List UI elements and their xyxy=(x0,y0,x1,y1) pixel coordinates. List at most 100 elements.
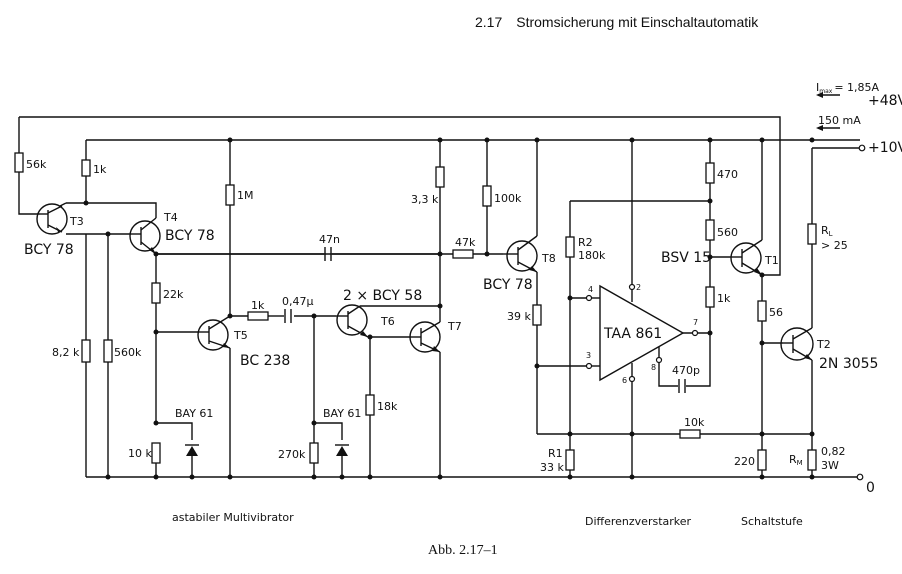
label-56k: 56k xyxy=(26,158,47,171)
resistor-100k xyxy=(482,185,492,207)
section-number: 2.17 xyxy=(475,14,503,30)
label-1k-c: 1k xyxy=(717,292,731,305)
label-bay61-2: BAY 61 xyxy=(323,407,361,420)
pin-8-terminal xyxy=(655,356,663,364)
pin-3-terminal xyxy=(585,362,593,370)
resistor-270k xyxy=(309,442,319,464)
label-220: 220 xyxy=(734,455,755,468)
label-t2-type: 2N 3055 xyxy=(819,356,878,372)
label-t6t7-type: 2 × BCY 58 xyxy=(343,288,422,304)
resistor-8k2 xyxy=(81,339,91,363)
label-10k-b: 10k xyxy=(684,416,705,429)
label-t8-ref: T8 xyxy=(541,252,556,265)
transistor-t7 xyxy=(409,321,441,353)
label-rm-value: 0,82 xyxy=(821,445,846,458)
resistor-39k xyxy=(532,304,542,326)
capacitor-0-47u xyxy=(284,309,292,323)
section-header: 2.17 Stromsicherung mit Einschaltautomati… xyxy=(475,14,758,30)
label-470: 470 xyxy=(717,168,738,181)
pin-label-4: 4 xyxy=(588,285,593,294)
junctions xyxy=(83,137,815,480)
terminal-48v xyxy=(858,144,866,152)
label-t1-type: BSV 15 xyxy=(661,250,711,266)
pin-7-terminal xyxy=(691,329,699,337)
label-3k3: 3,3 k xyxy=(411,193,439,206)
label-470p: 470p xyxy=(672,364,700,377)
capacitor-47n xyxy=(324,247,332,261)
wires xyxy=(18,116,860,478)
pin-2-terminal xyxy=(628,283,636,291)
resistor-1m xyxy=(225,184,235,206)
ground-label: 0 xyxy=(866,480,875,496)
transistor-t8 xyxy=(503,235,538,273)
transistor-t2 xyxy=(780,327,814,361)
label-1k-a: 1k xyxy=(93,163,107,176)
resistor-10k-b xyxy=(679,429,701,439)
label-t3-ref: T3 xyxy=(69,215,84,228)
label-270k: 270k xyxy=(278,448,306,461)
current-10v-label: 150 mA xyxy=(818,114,861,127)
label-r1-ref: R1 xyxy=(548,447,563,460)
section-title: Stromsicherung mit Einschaltautomatik xyxy=(516,14,759,30)
resistor-3k3 xyxy=(435,166,445,188)
label-rl-value: > 25 xyxy=(821,239,848,252)
label-47k: 47k xyxy=(455,236,476,249)
label-bay61-1: BAY 61 xyxy=(175,407,213,420)
diode-bay61-1 xyxy=(185,444,199,456)
pin-label-6: 6 xyxy=(622,376,627,385)
pin-6-terminal xyxy=(628,375,636,383)
resistor-1k-c xyxy=(705,286,715,308)
label-rm-power: 3W xyxy=(821,459,839,472)
label-rl-ref: RL xyxy=(821,224,833,238)
resistor-r2 xyxy=(565,236,575,258)
rail-48v-label: +48V xyxy=(868,93,902,109)
terminal-ground xyxy=(856,473,864,481)
resistor-560k xyxy=(103,339,113,363)
label-22k: 22k xyxy=(163,288,184,301)
resistor-56k xyxy=(14,152,24,173)
section-label-diffamp: Differenzverstarker xyxy=(585,515,692,528)
resistor-1k xyxy=(81,159,91,177)
resistor-560 xyxy=(705,219,715,241)
pin-label-2: 2 xyxy=(636,283,641,292)
diodes xyxy=(185,444,349,456)
resistor-rl xyxy=(807,223,817,245)
transistor-t4 xyxy=(129,217,161,255)
resistor-18k xyxy=(365,394,375,416)
label-r1-value: 33 k xyxy=(540,461,564,474)
resistor-10k-a xyxy=(151,442,161,464)
pin-label-7: 7 xyxy=(693,318,698,327)
transistors xyxy=(36,203,814,361)
label-1k-b: 1k xyxy=(251,299,265,312)
resistors xyxy=(14,152,817,471)
label-1m: 1M xyxy=(237,189,254,202)
diode-bay61-2 xyxy=(335,444,349,456)
label-t2-ref: T2 xyxy=(816,338,831,351)
pin-label-3: 3 xyxy=(586,351,591,360)
label-t5-ref: T5 xyxy=(233,329,248,342)
label-t4-type: BCY 78 xyxy=(165,228,215,244)
label-560k: 560k xyxy=(114,346,142,359)
label-560: 560 xyxy=(717,226,738,239)
pin-label-8: 8 xyxy=(651,363,656,372)
label-18k: 18k xyxy=(377,400,398,413)
label-39k: 39 k xyxy=(507,310,531,323)
supply-terminals xyxy=(816,92,866,481)
imax-label: Imax= 1,85A xyxy=(816,81,880,95)
capacitors xyxy=(284,247,686,393)
label-t3-type: BCY 78 xyxy=(24,242,74,258)
label-47n: 47n xyxy=(319,233,340,246)
transistor-t5 xyxy=(197,315,231,351)
section-label-multivibrator: astabiler Multivibrator xyxy=(172,511,294,524)
label-56: 56 xyxy=(769,306,783,319)
rail-10v-label: +10V xyxy=(868,140,902,156)
pin-4-terminal xyxy=(585,294,593,302)
capacitor-470p xyxy=(678,379,686,393)
label-t4-ref: T4 xyxy=(163,211,178,224)
transistor-t6 xyxy=(336,304,369,338)
opamp-taa861 xyxy=(585,283,699,383)
label-t5-type: BC 238 xyxy=(240,353,290,369)
label-r2-value: 180k xyxy=(578,249,606,262)
resistor-rm xyxy=(807,449,817,471)
